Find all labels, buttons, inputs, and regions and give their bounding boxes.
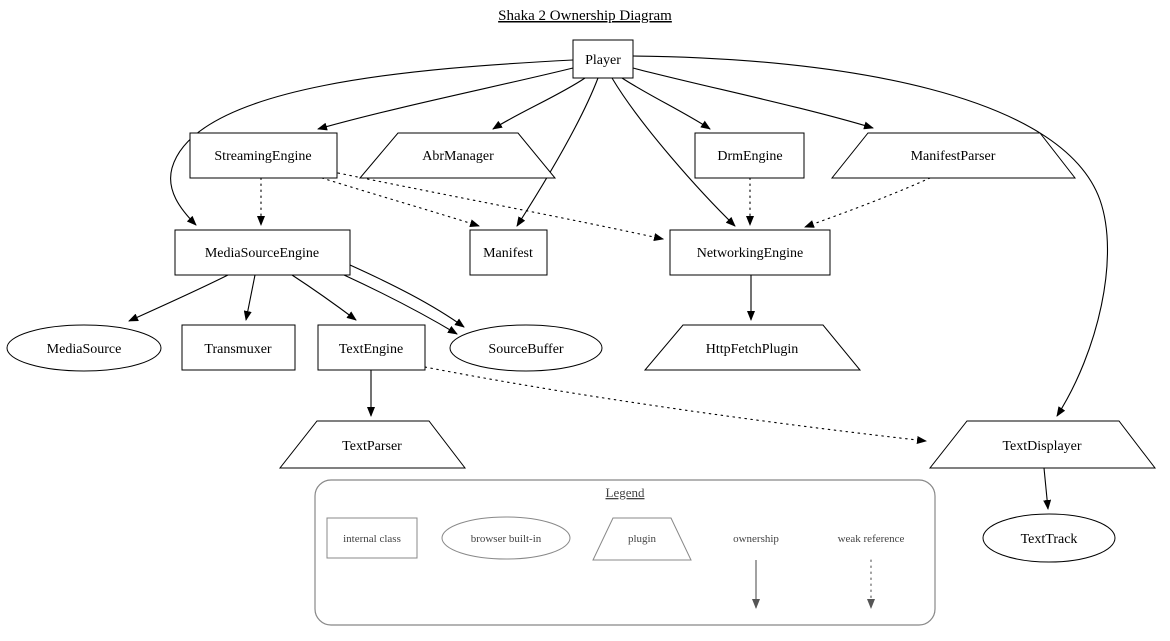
node-drm-engine-label: DrmEngine xyxy=(717,149,782,164)
node-transmuxer-label: Transmuxer xyxy=(204,342,271,357)
node-text-track: TextTrack xyxy=(982,513,1116,563)
node-text-engine: TextEngine xyxy=(317,324,426,371)
node-networking-engine-label: NetworkingEngine xyxy=(697,246,804,261)
edge-player-networkingengine xyxy=(611,77,736,227)
node-networking-engine: NetworkingEngine xyxy=(669,229,831,276)
legend: Legend internal class browser built-in p… xyxy=(314,479,936,626)
node-manifest-label: Manifest xyxy=(483,246,533,261)
node-text-parser-label: TextParser xyxy=(342,439,402,454)
node-streaming-engine: StreamingEngine xyxy=(189,132,338,179)
node-transmuxer: Transmuxer xyxy=(181,324,296,371)
node-player-label: Player xyxy=(585,53,621,68)
diagram-title: Shaka 2 Ownership Diagram xyxy=(498,8,672,24)
legend-browser-builtin-label: browser built-in xyxy=(471,533,542,545)
edge-textengine-textdisplayer-weak xyxy=(424,366,927,444)
node-media-source-engine: MediaSourceEngine xyxy=(174,229,351,276)
edge-manifestparser-networkingengine-weak xyxy=(804,177,931,228)
node-media-source: MediaSource xyxy=(6,324,162,372)
node-source-buffer: SourceBuffer xyxy=(449,324,603,372)
node-media-source-engine-label: MediaSourceEngine xyxy=(205,246,319,261)
legend-title: Legend xyxy=(606,485,645,500)
node-http-fetch-plugin: HttpFetchPlugin xyxy=(643,324,862,371)
node-text-engine-label: TextEngine xyxy=(339,342,403,357)
node-media-source-label: MediaSource xyxy=(47,342,122,357)
node-streaming-engine-label: StreamingEngine xyxy=(214,149,311,164)
edge-player-streamingengine xyxy=(317,67,574,131)
edge-player-abrmanager xyxy=(492,77,586,130)
node-source-buffer-label: SourceBuffer xyxy=(488,342,563,357)
legend-plugin-label: plugin xyxy=(628,533,657,545)
legend-internal-class-label: internal class xyxy=(343,533,401,545)
legend-weak-reference-label: weak reference xyxy=(838,533,905,545)
node-text-track-label: TextTrack xyxy=(1021,532,1078,547)
node-player: Player xyxy=(572,39,634,79)
legend-ownership: ownership xyxy=(733,533,779,609)
node-http-fetch-plugin-label: HttpFetchPlugin xyxy=(706,342,799,357)
node-manifest-parser: ManifestParser xyxy=(830,132,1077,179)
node-text-displayer-label: TextDisplayer xyxy=(1002,439,1081,454)
node-abr-manager: AbrManager xyxy=(358,132,557,179)
edge-player-mediasourceengine xyxy=(170,59,574,226)
node-manifest: Manifest xyxy=(469,229,548,276)
legend-ownership-label: ownership xyxy=(733,533,779,545)
edge-mediasourceengine-transmuxer xyxy=(243,274,256,321)
node-abr-manager-label: AbrManager xyxy=(422,149,494,164)
edge-player-manifest xyxy=(516,77,599,227)
legend-plugin: plugin xyxy=(592,517,692,561)
node-text-displayer: TextDisplayer xyxy=(928,420,1157,469)
edge-mediasourceengine-textengine xyxy=(291,274,357,321)
edge-textdisplayer-texttrack xyxy=(1043,467,1052,510)
edge-streamingengine-manifest-weak xyxy=(321,177,480,228)
legend-weak-reference: weak reference xyxy=(838,533,905,609)
edge-mediasourceengine-sourcebuffer-2 xyxy=(343,274,458,335)
edge-mediasourceengine-sourcebuffer-1 xyxy=(349,264,465,328)
edge-player-textdisplayer xyxy=(632,55,1109,417)
node-text-parser: TextParser xyxy=(278,420,467,469)
edge-streamingengine-networkingengine-weak xyxy=(337,172,664,241)
edge-player-drmengine xyxy=(621,77,711,130)
node-drm-engine: DrmEngine xyxy=(694,132,805,179)
edge-player-manifestparser xyxy=(632,67,874,130)
edge-mediasourceengine-mediasource xyxy=(128,274,229,322)
node-manifest-parser-label: ManifestParser xyxy=(911,149,996,164)
legend-browser-builtin: browser built-in xyxy=(441,516,571,560)
legend-internal-class: internal class xyxy=(326,517,418,559)
